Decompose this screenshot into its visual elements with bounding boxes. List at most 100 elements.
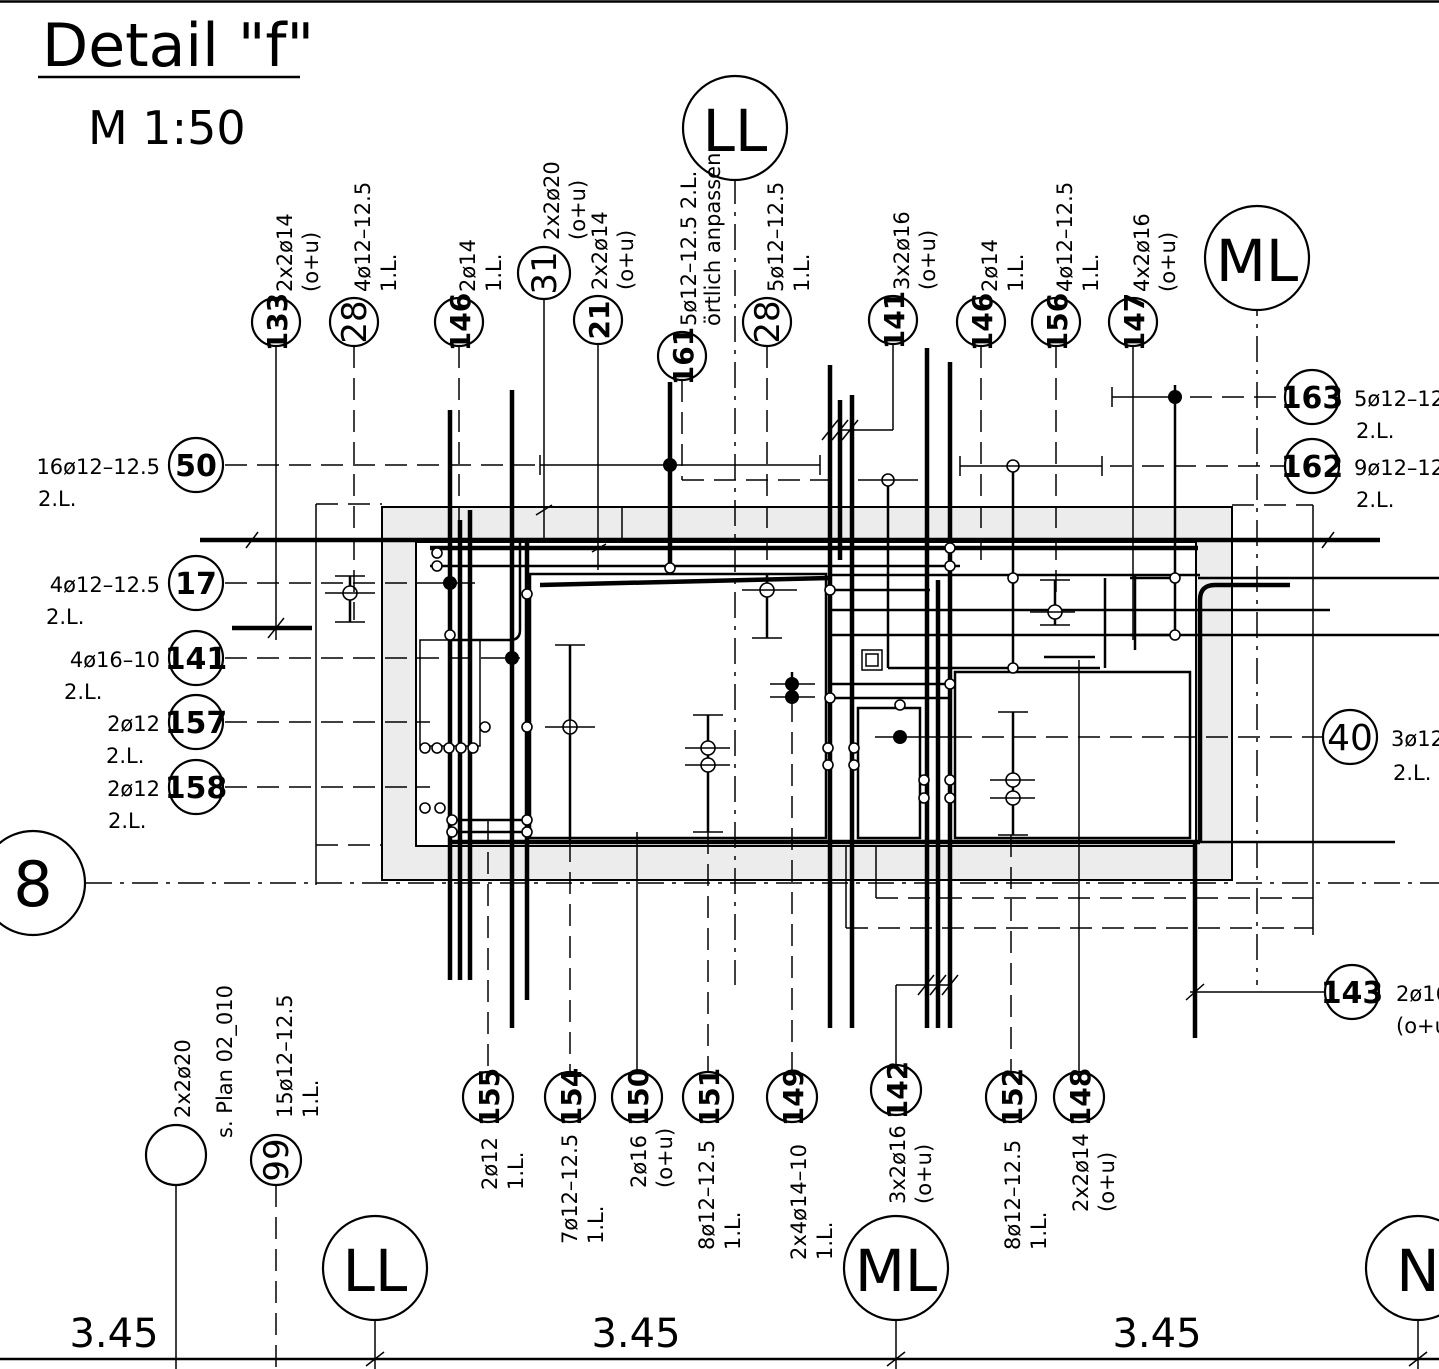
dimension-3: 3.45 (1112, 1311, 1201, 1357)
top-tag-156: 156 4ø12–12.5 1.L. (1030, 182, 1103, 351)
svg-text:8ø12–12.5: 8ø12–12.5 (695, 1140, 719, 1250)
svg-text:(o+u): (o+u) (916, 230, 940, 290)
small-square (861, 649, 883, 671)
svg-text:8: 8 (13, 848, 52, 921)
svg-text:2x2ø20: 2x2ø20 (540, 161, 564, 240)
svg-text:2ø14: 2ø14 (978, 239, 1002, 292)
svg-text:2.L.: 2.L. (106, 744, 144, 768)
svg-text:21: 21 (583, 301, 616, 340)
svg-text:151: 151 (693, 1068, 726, 1126)
svg-text:148: 148 (1064, 1068, 1097, 1126)
svg-text:(o+u): (o+u) (566, 180, 590, 240)
svg-text:154: 154 (555, 1068, 588, 1126)
svg-text:2.L.: 2.L. (108, 809, 146, 833)
svg-text:163: 163 (1281, 381, 1344, 416)
distribution-arrows (325, 387, 1180, 840)
svg-text:2x2ø14: 2x2ø14 (273, 213, 297, 292)
svg-text:2ø16: 2ø16 (1396, 982, 1439, 1006)
axis-bubble-n-bottom: N (1364, 1214, 1439, 1322)
top-tag-28b: 28 5ø12–12.5 1.L. (741, 182, 814, 348)
top-tag-147: 147 4x2ø16 (o+u) (1107, 213, 1180, 351)
svg-text:146: 146 (966, 293, 999, 351)
svg-text:4ø12–12.5: 4ø12–12.5 (1053, 182, 1077, 292)
right-tag-40: 40 3ø12 2.L. (1321, 708, 1439, 785)
svg-text:40: 40 (1327, 718, 1373, 759)
bottom-tag-154: 154 7ø12–12.5 1.L. (543, 1068, 608, 1244)
svg-text:142: 142 (881, 1061, 914, 1119)
svg-text:(o+u: (o+u (1396, 1014, 1439, 1038)
svg-text:(o+u): (o+u) (912, 1144, 936, 1204)
svg-text:152: 152 (996, 1068, 1029, 1126)
bottom-tag-150: 150 2ø16 (o+u) (610, 1068, 677, 1188)
axis-bubble-ml-bottom: ML (842, 1214, 950, 1322)
svg-text:örtlich anpassen: örtlich anpassen (701, 153, 725, 326)
svg-text:2x2ø14: 2x2ø14 (1069, 1133, 1093, 1212)
concrete-section (381, 506, 1233, 881)
svg-text:2x2ø20: 2x2ø20 (171, 1039, 195, 1118)
cell-2 (856, 706, 922, 840)
svg-text:133: 133 (261, 293, 294, 351)
svg-text:31: 31 (525, 251, 565, 294)
svg-text:16ø12–12.5: 16ø12–12.5 (36, 455, 160, 479)
top-tag-28a: 28 4ø12–12.5 1.L. (328, 182, 401, 348)
svg-text:15ø12–12.5: 15ø12–12.5 (273, 994, 297, 1118)
svg-text:1.L.: 1.L. (790, 254, 814, 292)
svg-text:3ø12: 3ø12 (1391, 727, 1439, 751)
right-tag-143: 143 2ø16 (o+u (1321, 963, 1439, 1038)
top-tag-146a: 146 2ø14 1.L. (433, 239, 506, 351)
left-tag-157: 157 2ø12 2.L. (106, 693, 227, 768)
bottom-tag-148: 148 2x2ø14 (o+u) (1052, 1068, 1119, 1212)
svg-text:99: 99 (257, 1138, 297, 1181)
svg-text:7ø12–12.5: 7ø12–12.5 (558, 1134, 582, 1244)
top-tag-21: 21 2x2ø14 (o+u) (572, 211, 638, 346)
svg-text:2x2ø14: 2x2ø14 (588, 211, 612, 290)
svg-text:156: 156 (1041, 293, 1074, 351)
svg-text:2ø16: 2ø16 (627, 1135, 651, 1188)
svg-text:2ø12: 2ø12 (107, 777, 160, 801)
dimension-1: 3.45 (69, 1311, 158, 1357)
axis-bubble-ll-bottom: LL (321, 1214, 429, 1322)
top-tag-161: 161 5ø12–12.5 2.L. örtlich anpassen (656, 153, 725, 385)
svg-text:17: 17 (175, 567, 217, 602)
bottom-tag-152: 152 8ø12–12.5 1.L. (984, 1068, 1051, 1250)
top-tag-146b: 146 2ø14 1.L. (955, 239, 1028, 351)
svg-text:8ø12–12.5: 8ø12–12.5 (1001, 1140, 1025, 1250)
axis-bubble-8: 8 (0, 829, 87, 937)
svg-text:1.L.: 1.L. (1004, 254, 1028, 292)
svg-text:150: 150 (622, 1068, 655, 1126)
left-tag-17: 17 4ø12–12.5 2.L. (46, 554, 225, 629)
svg-text:162: 162 (1281, 450, 1344, 485)
leader-lines (175, 300, 1419, 1369)
svg-text:(o+u): (o+u) (614, 230, 638, 290)
svg-text:2.L.: 2.L. (1356, 488, 1394, 512)
scale-label: M 1:50 (88, 101, 246, 155)
svg-text:3x2ø16: 3x2ø16 (886, 1125, 910, 1204)
cell-1 (528, 572, 828, 840)
cell-3 (953, 670, 1192, 840)
svg-text:2.L.: 2.L. (1356, 419, 1394, 443)
svg-text:146: 146 (444, 293, 477, 351)
svg-text:1.L.: 1.L. (299, 1080, 323, 1118)
svg-text:(o+u): (o+u) (1156, 232, 1180, 292)
svg-text:143: 143 (1321, 976, 1384, 1011)
svg-text:1.L.: 1.L. (504, 1152, 528, 1190)
svg-text:1.L.: 1.L. (482, 254, 506, 292)
svg-text:2ø12: 2ø12 (478, 1137, 502, 1190)
svg-text:141: 141 (165, 642, 228, 677)
svg-text:1.L.: 1.L. (1079, 254, 1103, 292)
svg-text:4ø12–12.5: 4ø12–12.5 (50, 573, 160, 597)
svg-text:158: 158 (165, 771, 228, 806)
svg-text:1.L.: 1.L. (1027, 1212, 1051, 1250)
svg-text:4x2ø16: 4x2ø16 (1130, 213, 1154, 292)
svg-text:(o+u): (o+u) (299, 232, 323, 292)
svg-text:2ø12: 2ø12 (107, 712, 160, 736)
svg-text:149: 149 (777, 1068, 810, 1126)
svg-text:1.L.: 1.L. (584, 1206, 608, 1244)
svg-text:28: 28 (748, 300, 788, 343)
svg-text:LL: LL (343, 1237, 408, 1305)
svg-text:50: 50 (175, 449, 217, 484)
svg-text:147: 147 (1118, 293, 1151, 351)
svg-text:161: 161 (667, 327, 700, 385)
svg-text:2.L.: 2.L. (46, 605, 84, 629)
axis-bubble-ll-top: LL (681, 74, 789, 182)
